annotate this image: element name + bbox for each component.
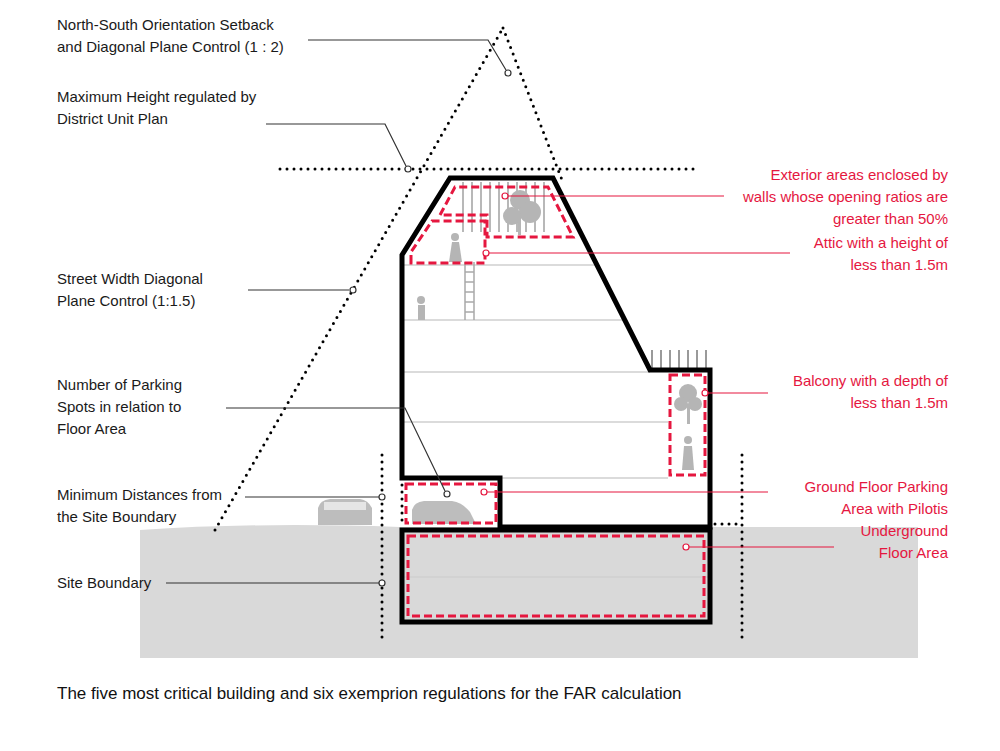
regulation-label: Number of Parking Spots in relation to F… (57, 374, 219, 440)
regulation-label: Street Width Diagonal Plane Control (1:1… (57, 268, 242, 312)
regulation-label: Maximum Height regulated by District Uni… (57, 86, 262, 130)
exemption-label: Underground Floor Area (848, 520, 948, 564)
caption: The five most critical building and six … (57, 683, 957, 705)
exemption-label: Balcony with a depth of less than 1.5m (783, 370, 948, 414)
regulation-label: North-South Orientation Setback and Diag… (57, 14, 302, 58)
regulation-label: Minimum Distances from the Site Boundary (57, 484, 223, 528)
exemption-label: Exterior areas enclosed by walls whose o… (733, 164, 948, 230)
regulation-label: Site Boundary (57, 572, 177, 594)
exemption-label: Ground Floor Parking Area with Pilotis (783, 476, 948, 520)
exemption-label: Attic with a height of less than 1.5m (803, 232, 948, 276)
